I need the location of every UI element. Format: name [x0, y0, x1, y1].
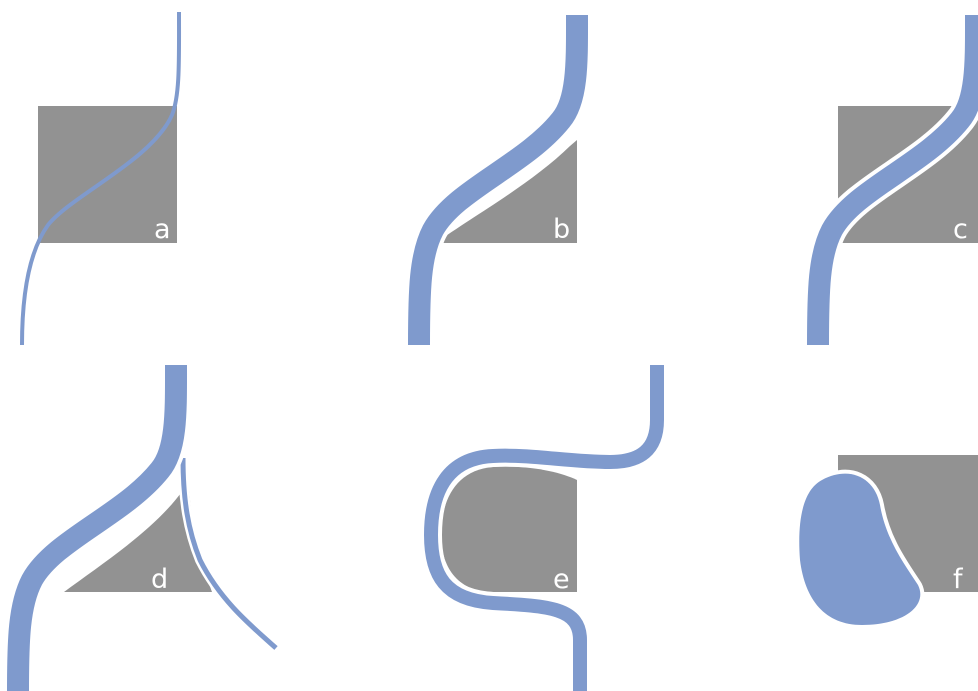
- panel-e: e: [431, 365, 657, 691]
- panel-d: d: [18, 365, 276, 691]
- panel-e-label: e: [553, 564, 570, 595]
- panel-a: a: [22, 12, 179, 345]
- panel-d-thin-band: [183, 458, 276, 648]
- panel-f-label: f: [953, 564, 964, 595]
- panel-b-label: b: [553, 214, 570, 245]
- panel-b: b: [419, 15, 577, 345]
- panel-c: c: [818, 15, 978, 345]
- panel-a-label: a: [154, 214, 171, 245]
- panel-f: f: [799, 455, 978, 625]
- panel-c-label: c: [953, 214, 968, 245]
- panel-d-label: d: [151, 564, 168, 595]
